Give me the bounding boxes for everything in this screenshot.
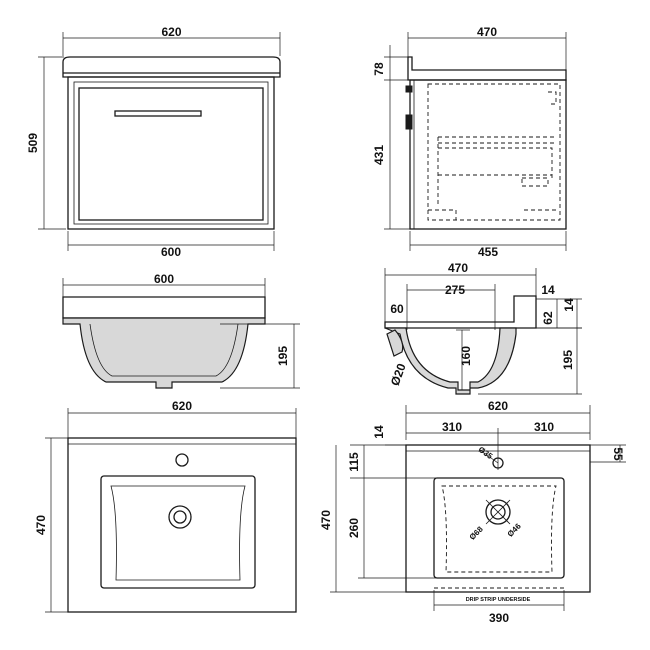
dim-plan-width: 620	[172, 399, 192, 413]
plan-view-detail: 620 310 310 14 115 55 470 260 Ø35 Ø68	[319, 399, 626, 625]
dim-basin-side-bowl-depth: 195	[561, 350, 575, 370]
dim-side-cabinet-height: 431	[372, 145, 386, 165]
basin-slab	[62, 296, 266, 319]
plan-view-front: 620 470	[34, 399, 297, 613]
dim-detail-tap-offset: 115	[347, 452, 361, 472]
internal-drawer-dashed	[427, 83, 561, 221]
dim-detail-side-offset: 55	[611, 447, 625, 461]
dim-detail-width: 620	[488, 399, 508, 413]
basin-side-slab	[384, 295, 537, 329]
side-elevation: 470 78 431 455	[372, 25, 567, 259]
detail-slab	[405, 444, 591, 593]
detail-bowl-outer	[433, 477, 565, 579]
dim-plan-depth: 470	[34, 515, 48, 535]
detail-bowl-inner	[441, 485, 557, 573]
dim-basin-rear-drop: 62	[541, 311, 555, 325]
dim-basin-waste-height: 160	[459, 346, 473, 366]
side-cabinet	[409, 79, 567, 230]
front-elevation: 620 509 600	[26, 25, 281, 259]
plan-bowl-inner	[110, 485, 246, 581]
dim-detail-half-right: 310	[534, 420, 554, 434]
basin-side-bowl-section	[384, 327, 517, 395]
dim-basin-front-width: 600	[154, 272, 174, 286]
dim-detail-waste-outer: Ø68	[468, 524, 485, 541]
dim-detail-front-edge: 14	[372, 425, 386, 439]
dim-basin-side-depth: 470	[448, 261, 468, 275]
cabinet-body	[67, 76, 275, 230]
detail-tap-hole	[492, 457, 504, 469]
dim-side-top-depth: 470	[477, 25, 497, 39]
dim-side-cabinet-depth: 455	[478, 245, 498, 259]
dim-front-height: 509	[26, 133, 40, 153]
dim-basin-rear-lip: 14	[562, 298, 576, 312]
dim-basin-waste-dia: Ø20	[388, 361, 409, 387]
dim-detail-half-left: 310	[442, 420, 462, 434]
basin-bowl-section	[62, 317, 266, 389]
dim-side-top-thickness: 78	[372, 62, 386, 76]
dim-detail-bowl-length: 260	[347, 518, 361, 538]
dim-detail-bowl-width: 390	[489, 611, 509, 625]
tap-hole	[175, 453, 189, 467]
dim-basin-lip: 14	[541, 283, 555, 297]
dim-basin-edge-offset: 60	[390, 302, 404, 316]
basin-side-section: 470 275 60 14 62 14 160 195 Ø20	[384, 261, 582, 395]
dim-detail-depth: 470	[319, 510, 333, 530]
plan-slab	[67, 437, 297, 613]
overflow-outlet	[386, 329, 404, 357]
basin-front-section: 600 195	[62, 272, 300, 389]
drawer-front	[78, 87, 264, 221]
detail-waste-outer	[485, 499, 511, 525]
side-bracket	[405, 114, 413, 130]
plan-bowl-outer	[100, 475, 256, 589]
drawer-handle	[114, 110, 202, 117]
dim-detail-waste-inner: Ø46	[506, 521, 523, 538]
plan-waste-outer	[168, 505, 192, 529]
dim-front-bottom-width: 600	[161, 245, 181, 259]
side-worktop	[407, 56, 567, 81]
drip-strip-note: DRIP STRIP UNDERSIDE	[466, 597, 531, 603]
dim-front-top-width: 620	[161, 25, 181, 39]
worktop	[62, 56, 281, 78]
dim-basin-front-depth: 195	[276, 346, 290, 366]
dim-basin-inner-width: 275	[445, 283, 465, 297]
